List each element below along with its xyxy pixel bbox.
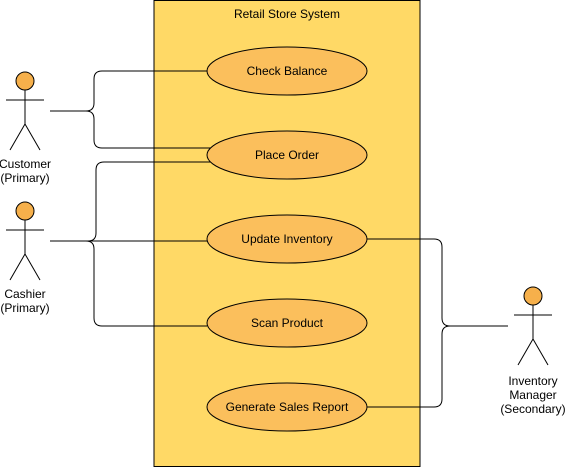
actor-cashier: Cashier (Primary) [0, 201, 50, 315]
association-customer-check-balance [50, 70, 207, 112]
stick-figure-icon [6, 71, 44, 151]
stick-figure-icon [514, 286, 552, 366]
actor-cashier-role: (Primary) [0, 301, 49, 315]
use-case-scan-product: Scan Product [206, 298, 368, 348]
actor-customer-role: (Primary) [0, 171, 49, 185]
use-case-place-order-label: Place Order [255, 148, 319, 162]
use-case-generate-sales-report-label: Generate Sales Report [226, 400, 349, 414]
actor-customer-name: Customer [0, 157, 51, 171]
use-case-generate-sales-report: Generate Sales Report [206, 382, 368, 432]
system-title: Retail Store System [234, 7, 340, 21]
actor-inventory-manager-name: Inventory [508, 374, 557, 388]
actor-customer: Customer (Primary) [0, 71, 51, 185]
use-case-scan-product-label: Scan Product [251, 316, 324, 330]
actor-cashier-name: Cashier [4, 287, 45, 301]
use-case-update-inventory-label: Update Inventory [241, 232, 332, 246]
association-manager-generate-report [367, 325, 508, 408]
use-case-check-balance: Check Balance [206, 46, 368, 96]
use-case-place-order: Place Order [206, 130, 368, 180]
actor-inventory-manager-title: Manager [509, 388, 556, 402]
stick-figure-icon [6, 201, 44, 281]
association-cashier-scan-product [50, 240, 207, 327]
actor-inventory-manager: Inventory Manager (Secondary) [500, 286, 566, 416]
association-manager-update-inventory [367, 238, 508, 327]
use-case-update-inventory: Update Inventory [206, 214, 368, 264]
use-case-check-balance-label: Check Balance [247, 64, 328, 78]
association-customer-place-order [50, 110, 215, 149]
actor-inventory-manager-role: (Secondary) [500, 402, 565, 416]
